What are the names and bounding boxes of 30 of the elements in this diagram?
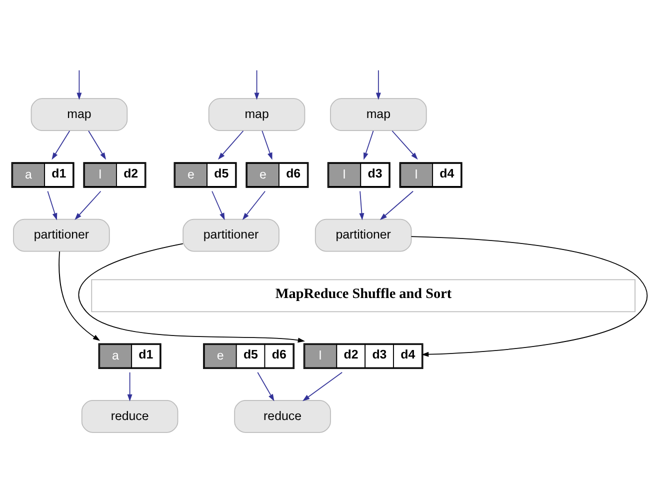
node-box: MapReduce Shuffle and Sort [91, 279, 636, 312]
arrow [364, 130, 374, 160]
arrow [58, 251, 100, 341]
node-box: partitioner [182, 218, 280, 252]
arrow [254, 70, 260, 100]
arrow [376, 70, 381, 100]
arrow [302, 372, 343, 402]
arrow [212, 190, 225, 220]
arrow [47, 190, 58, 220]
arrow [127, 372, 132, 402]
arrow [262, 130, 272, 160]
node-box: partitioner [314, 218, 412, 252]
node-box: partitioner [13, 218, 110, 252]
arrow [74, 190, 102, 220]
arrow [78, 243, 306, 343]
node-box: map [30, 98, 128, 131]
node-box: map [208, 98, 306, 131]
arrow [52, 130, 70, 160]
arrow [392, 130, 418, 160]
arrow [218, 130, 244, 160]
arrow [257, 372, 274, 402]
arrow [359, 190, 364, 220]
arrow [88, 130, 106, 160]
arrow [380, 190, 414, 220]
node-box: reduce [81, 400, 178, 433]
node-box: map [330, 98, 427, 131]
arrow [242, 190, 266, 220]
arrow [410, 236, 648, 357]
node-box: reduce [234, 400, 331, 433]
arrow [76, 70, 82, 100]
